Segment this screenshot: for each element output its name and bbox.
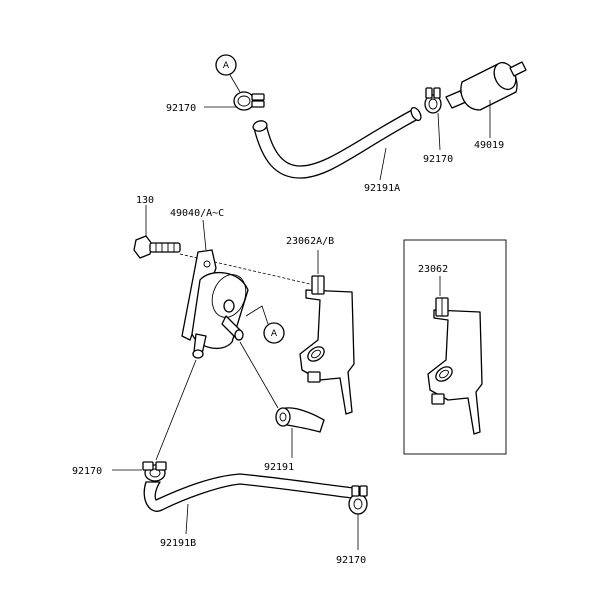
clamp-92170-top-right[interactable]: [424, 87, 442, 114]
label-23062-inset: 23062: [418, 264, 448, 275]
inset-box: [403, 239, 507, 455]
bracket-23062ab[interactable]: [299, 275, 355, 415]
label-92191b: 92191B: [160, 538, 196, 549]
callout-a-top: A: [215, 54, 241, 93]
bolt-130[interactable]: [133, 235, 181, 259]
label-92170-bottom-right: 92170: [336, 555, 366, 566]
label-92191: 92191: [264, 462, 294, 473]
hose-92191a[interactable]: [252, 106, 423, 179]
label-92170-top-right: 92170: [423, 154, 453, 165]
label-92191a: 92191A: [364, 183, 400, 194]
hose-92191b[interactable]: [143, 473, 355, 512]
callout-a-top-text: A: [223, 61, 230, 71]
fuel-filter-49019[interactable]: [445, 59, 527, 111]
label-23062ab: 23062A/B: [286, 236, 334, 247]
clamp-92170-top-left[interactable]: [233, 91, 265, 111]
label-92170-top-left: 92170: [166, 103, 196, 114]
label-92170-bottom-left: 92170: [72, 466, 102, 477]
hose-92191[interactable]: [275, 407, 325, 433]
label-130: 130: [136, 195, 154, 206]
callout-a-mid-text: A: [271, 329, 278, 339]
callout-a-mid: A: [245, 305, 285, 344]
clamp-92170-bottom-right[interactable]: [348, 485, 368, 515]
label-49040: 49040/A~C: [170, 208, 224, 219]
clamp-92170-bottom-left[interactable]: [142, 461, 167, 482]
label-49019: 49019: [474, 140, 504, 151]
fuel-pump-49040[interactable]: [181, 249, 252, 359]
